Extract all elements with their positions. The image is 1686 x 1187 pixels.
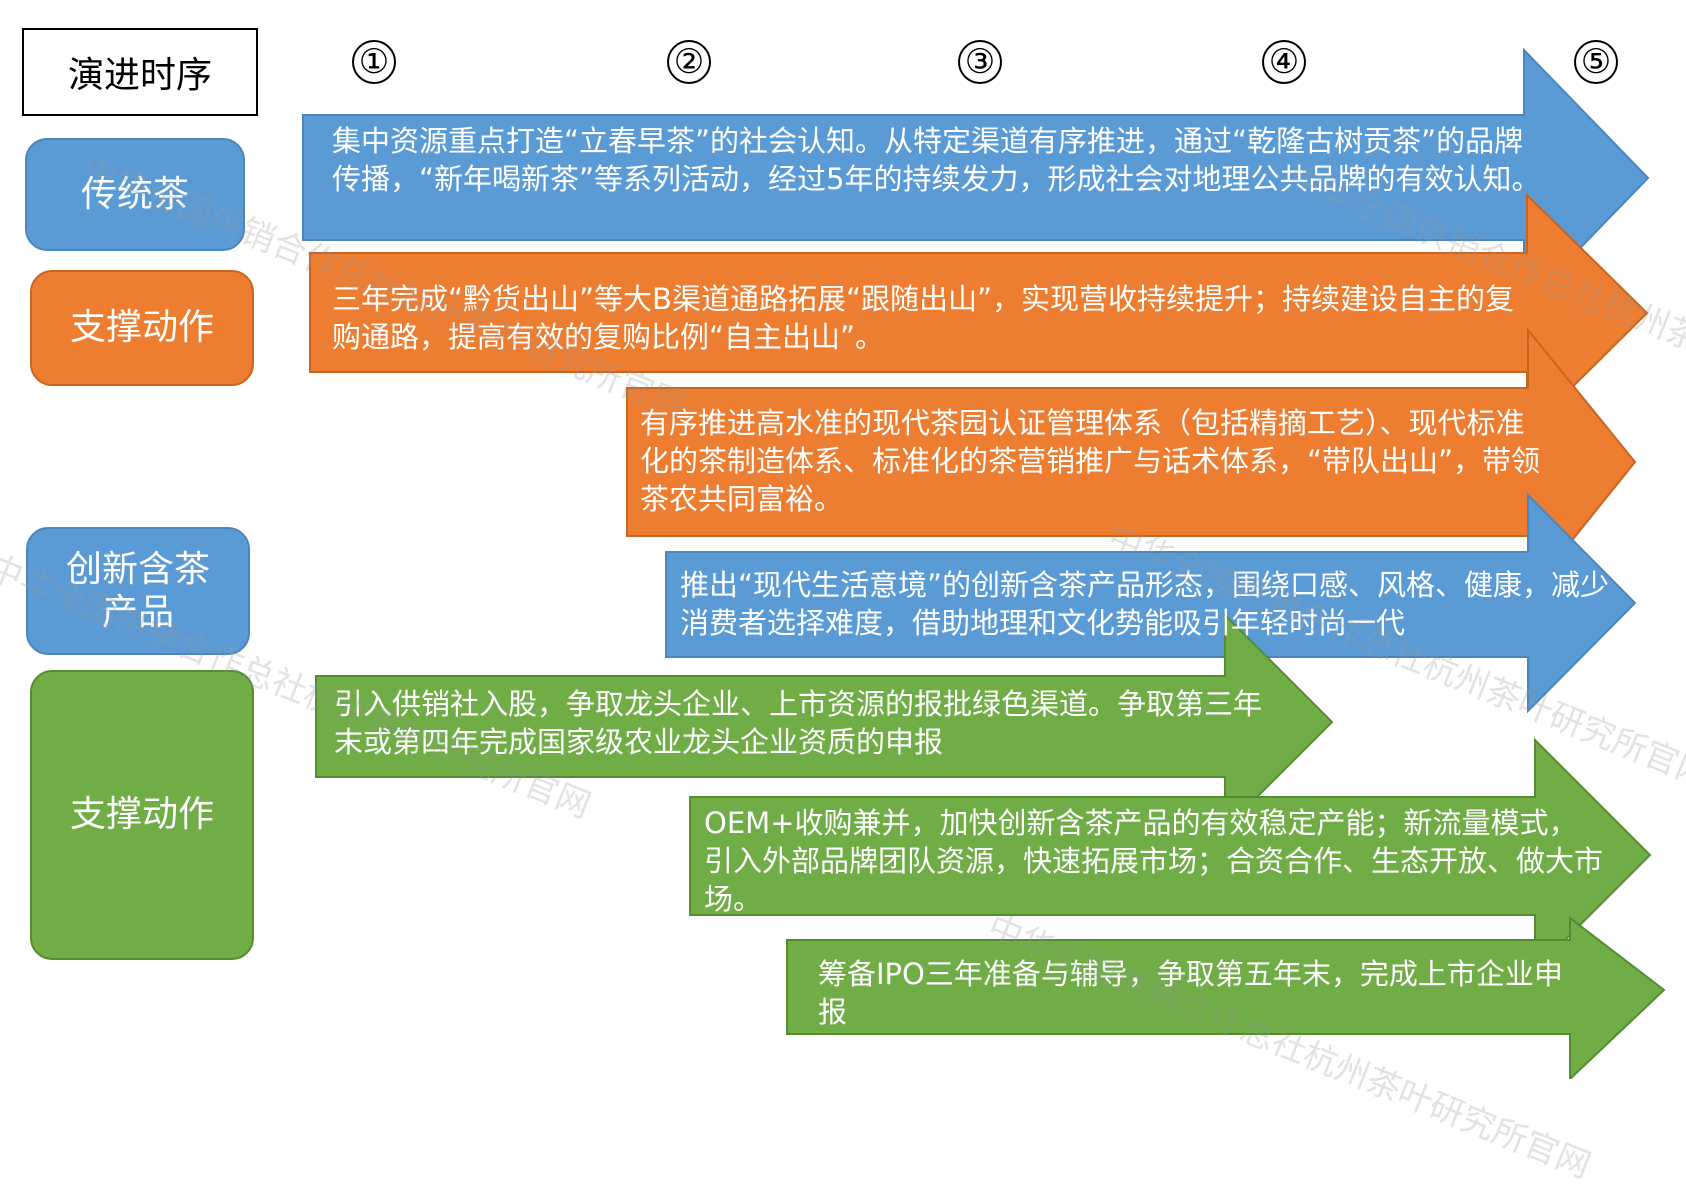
arrow-1-text: 集中资源重点打造“立春早茶”的社会认知。从特定渠道有序推进，通过“乾隆古树贡茶”… — [332, 124, 1541, 196]
arrow-2-shape — [309, 192, 1649, 435]
category-traditional-tea: 传统茶 — [25, 138, 245, 251]
step-marker-4: ④ — [1262, 40, 1306, 84]
arrow-layer — [302, 47, 1666, 1079]
step-marker-1: ① — [352, 40, 396, 84]
category-support-actions-2-label: 支撑动作 — [69, 794, 214, 836]
arrow-7-text: 筹备IPO三年准备与辅导，争取第五年末，完成上市企业申报 — [818, 957, 1563, 1029]
category-traditional-tea-label: 传统茶 — [80, 173, 189, 215]
arrow-6-text: OEM+收购兼并，加快创新含茶产品的有效稳定产能；新流量模式，引入外部品牌团队资… — [704, 806, 1604, 916]
arrow-6-shape — [689, 737, 1652, 973]
arrow-1-shape — [302, 47, 1650, 309]
category-innovative-tea-products-label: 创新含茶产品 — [65, 548, 210, 633]
step-marker-2: ② — [667, 40, 711, 84]
category-support-actions-2: 支撑动作 — [30, 670, 254, 960]
step-marker-3: ③ — [958, 40, 1002, 84]
arrow-3-text: 有序推进高水准的现代茶园认证管理体系（包括精摘工艺）、现代标准化的茶制造体系、标… — [640, 406, 1541, 516]
step-marker-5: ⑤ — [1574, 40, 1618, 84]
timeline-header: 演进时序 — [22, 28, 258, 116]
arrow-2-text: 三年完成“黔货出山”等大B渠道通路拓展“跟随出山”，实现营收持续提升；持续建设自… — [332, 282, 1514, 354]
timeline-header-label: 演进时序 — [67, 55, 212, 96]
arrow-4-text: 推出“现代生活意境”的创新含茶产品形态，围绕口感、风格、健康，减少消费者选择难度… — [680, 568, 1610, 640]
arrow-7-shape — [786, 915, 1666, 1079]
category-support-actions-1: 支撑动作 — [30, 270, 254, 386]
category-innovative-tea-products: 创新含茶产品 — [26, 527, 250, 655]
category-support-actions-1-label: 支撑动作 — [69, 307, 214, 349]
arrow-5-text: 引入供销社入股，争取龙头企业、上市资源的报批绿色渠道。争取第三年末或第四年完成国… — [334, 687, 1263, 759]
arrow-5-shape — [315, 612, 1334, 832]
arrow-3-shape — [626, 327, 1637, 598]
arrow-4-shape — [665, 492, 1637, 714]
